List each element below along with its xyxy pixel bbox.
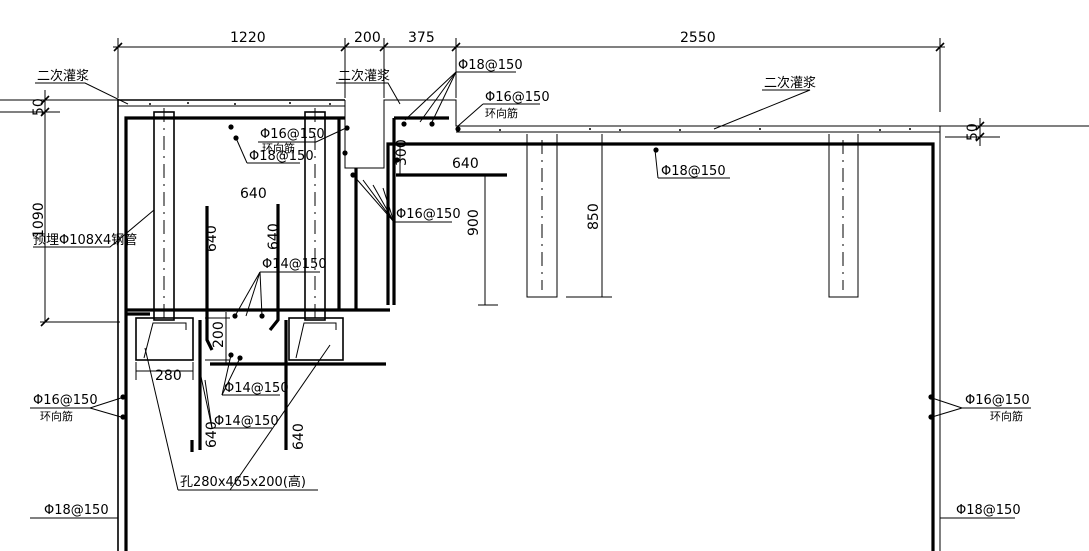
rebar-label-14-b: Φ14@150 [224,381,289,396]
dim-900: 900 [466,209,482,236]
dim-top-200: 200 [354,30,381,46]
dim-left-1090: 1090 [31,202,47,238]
grout-label-mid: 二次灌浆 [338,68,390,84]
hole-label: 孔280x465x200(高) [180,474,306,490]
ring-bar-label-inner: 环向筋 [262,141,295,155]
rebar-length-640-a: 640 [240,186,267,202]
rebar-dots [120,121,934,420]
rebar-label-14-a: Φ14@150 [262,257,327,272]
rebar-label-18-bottom-left: Φ18@150 [44,503,109,518]
rebar-length-640-c: 640 [204,225,220,252]
anchor-holes [135,312,344,380]
dim-right-50: 50 [965,123,981,141]
rebar-label-16-top: Φ16@150 [485,90,550,105]
rebar-label-16-left: Φ16@150 [33,393,98,408]
rebar-label-18-top: Φ18@150 [458,58,523,73]
concrete-outline [117,99,941,551]
rebar-length-640-d: 640 [266,223,282,250]
dim-top-2550: 2550 [680,30,716,46]
right-dimension-chain [940,118,1089,146]
rebar-label-18-inner: Φ18@150 [249,149,314,164]
rebar-label-16-right: Φ16@150 [965,393,1030,408]
dim-top-375: 375 [408,30,435,46]
dim-hole-200: 200 [211,321,227,348]
dim-300: 300 [394,139,410,166]
dim-left-50: 50 [31,98,47,116]
rebar-label-14-c: Φ14@150 [214,414,279,429]
rebar-label-16-mid: Φ16@150 [396,207,461,222]
leader-lines [30,71,1031,519]
top-dimension-chain [113,38,945,112]
rebar-length-640-f: 640 [291,423,307,450]
steel-pipe-label: 预埋Φ108X4钢管 [33,233,137,248]
ring-bar-label-left: 环向筋 [40,409,73,423]
grout-label-left: 二次灌浆 [37,68,89,84]
ring-bar-label-top: 环向筋 [485,106,518,120]
rebar-cage [124,116,935,551]
grout-label-right: 二次灌浆 [764,75,816,91]
rebar-length-640-b: 640 [452,156,479,172]
dim-top-1220: 1220 [230,30,266,46]
left-dimension-chain [0,90,120,327]
interior-dimensions [399,134,612,306]
rebar-label-18-bottom-right: Φ18@150 [956,503,1021,518]
grout-texture [149,102,911,131]
rebar-label-16-inner: Φ16@150 [260,127,325,142]
rebar-label-18-right: Φ18@150 [661,164,726,179]
dim-850: 850 [586,203,602,230]
dim-hole-280: 280 [155,368,182,384]
ring-bar-label-right: 环向筋 [990,409,1023,423]
embedded-pipes [153,108,844,322]
